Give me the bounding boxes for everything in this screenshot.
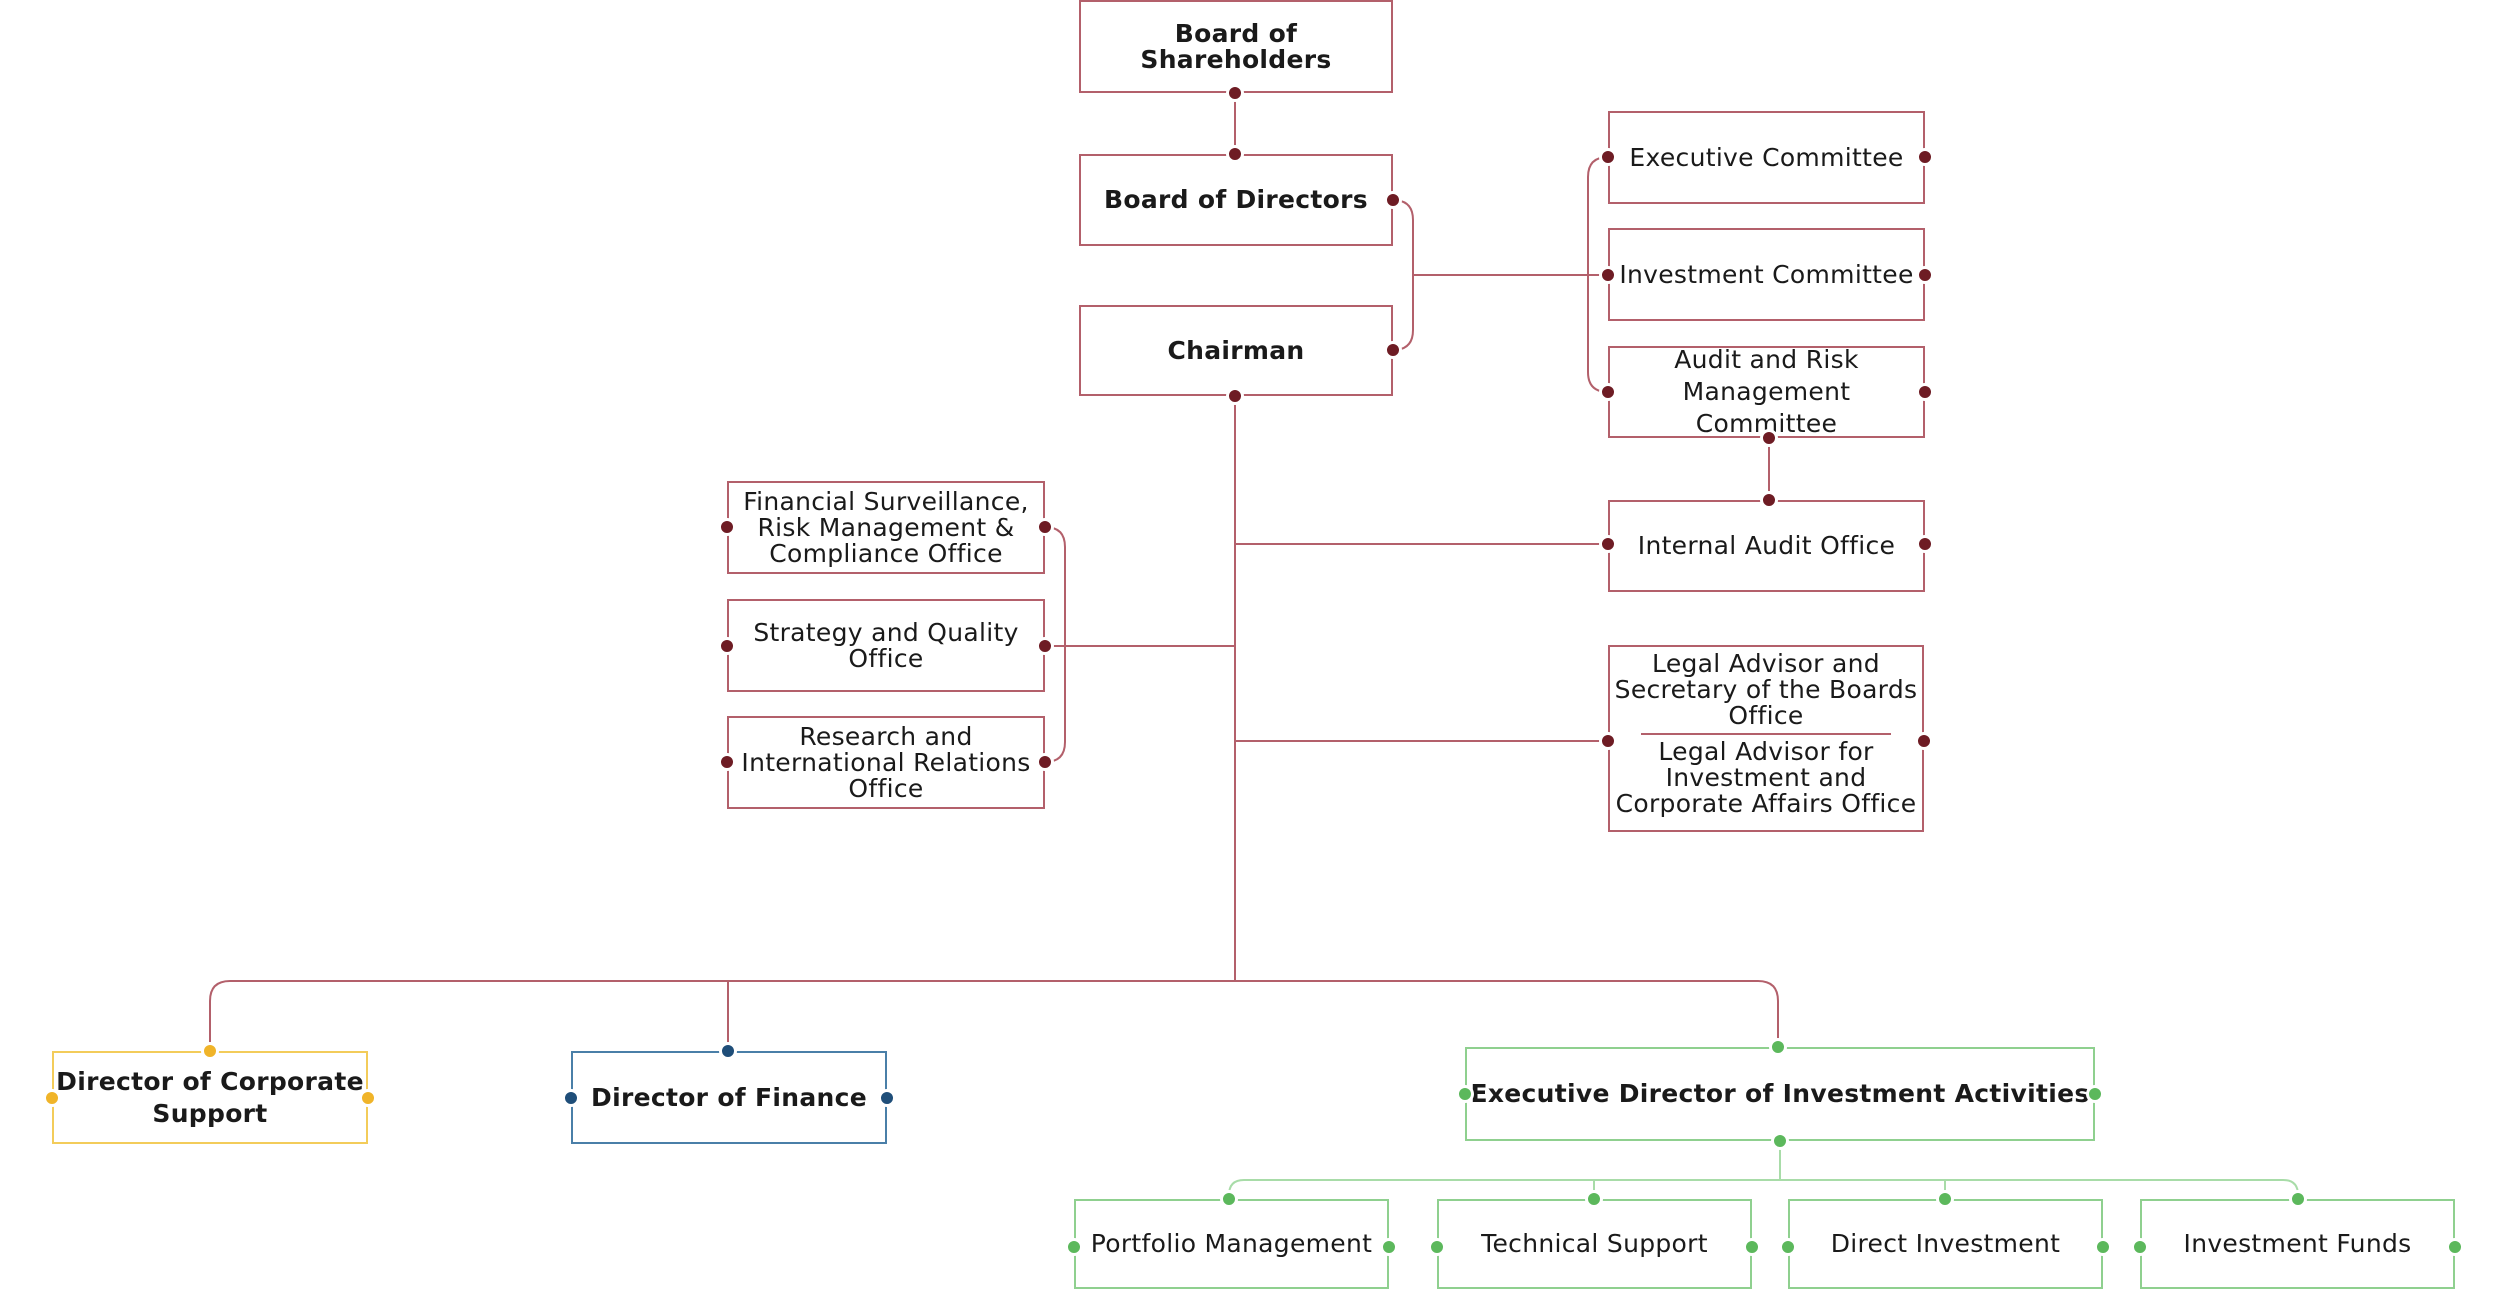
connector-dot [1599,383,1617,401]
connector-dot [1384,191,1402,209]
connector-dot [1769,1038,1787,1056]
legal-advisor-box: Legal Advisor and Secretary of the Board… [1608,645,1924,832]
connector-dot [878,1089,896,1107]
connector-dot [1760,491,1778,509]
director-corporate-support-box: Director of Corporate Support [52,1051,368,1144]
technical-support-label: Technical Support [1481,1229,1708,1258]
connector-dot [718,753,736,771]
investment-funds-box: Investment Funds [2140,1199,2455,1289]
financial-surveillance-office-box: Financial Surveillance, Risk Management … [727,481,1045,574]
connector-dot [1599,266,1617,284]
connector-dot [1599,732,1617,750]
connector-dot [1599,535,1617,553]
connector-dot [1036,753,1054,771]
direct-investment-box: Direct Investment [1788,1199,2103,1289]
line-units-bus [1228,1179,2299,1199]
legal-advisor-investment-label: Legal Advisor for Investment and Corpora… [1615,737,1917,818]
connector-dot [1779,1238,1797,1256]
strategy-quality-office-box: Strategy and Quality Office [727,599,1045,692]
legal-advisor-divider [1641,733,1891,735]
investment-committee-label: Investment Committee [1619,259,1914,289]
connector-dot [1915,732,1933,750]
connector-dot [719,1042,737,1060]
chairman-box: Chairman [1079,305,1393,396]
legal-advisor-secretary-section: Legal Advisor and Secretary of the Board… [1610,647,1922,733]
connector-dot [1036,637,1054,655]
executive-director-investment-label: Executive Director of Investment Activit… [1470,1079,2090,1108]
connector-dot [1743,1238,1761,1256]
legal-advisor-secretary-label: Legal Advisor and Secretary of the Board… [1614,649,1918,730]
connector-dot [1916,383,1934,401]
investment-committee-box: Investment Committee [1608,228,1925,321]
connector-dot [1771,1132,1789,1150]
connector-dot [1380,1238,1398,1256]
connector-dot [1036,518,1054,536]
executive-committee-box: Executive Committee [1608,111,1925,204]
line-directors-chairman-bracket [1392,199,1414,351]
technical-support-box: Technical Support [1437,1199,1752,1289]
chairman-label: Chairman [1167,335,1305,365]
internal-audit-office-box: Internal Audit Office [1608,500,1925,592]
connector-dot [1936,1190,1954,1208]
line-directors-bus [209,980,1779,1051]
audit-risk-committee-box: Audit and Risk Management Committee [1608,345,1925,438]
connector-dot [359,1089,377,1107]
connector-dot [43,1089,61,1107]
connector-dot [1384,341,1402,359]
connector-dot [1456,1085,1474,1103]
research-international-office-box: Research and International Relations Off… [727,716,1045,809]
connector-dot [1916,266,1934,284]
portfolio-management-label: Portfolio Management [1090,1229,1373,1258]
connector-dot [1916,148,1934,166]
connector-dot [718,518,736,536]
connector-dot [2289,1190,2307,1208]
connector-dot [201,1042,219,1060]
connector-dot [1226,387,1244,405]
investment-funds-label: Investment Funds [2183,1229,2412,1258]
legal-advisor-investment-section: Legal Advisor for Investment and Corpora… [1610,735,1922,821]
line-committees-bracket [1587,156,1609,393]
connector-dot [718,637,736,655]
director-finance-box: Director of Finance [571,1051,887,1144]
connector-dot [1599,148,1617,166]
connector-dot [1226,145,1244,163]
connector-dot [1916,535,1934,553]
board-of-shareholders-box: Board of Shareholders [1079,0,1393,93]
connector-dot [2086,1085,2104,1103]
audit-risk-committee-label: Audit and Risk Management Committee [1674,345,1859,438]
board-of-directors-box: Board of Directors [1079,154,1393,246]
connector-dot [2446,1238,2464,1256]
strategy-quality-office-label: Strategy and Quality Office [753,617,1019,673]
research-international-office-label: Research and International Relations Off… [741,721,1031,803]
connector-dot [1065,1238,1083,1256]
line-offices-bracket [1044,526,1066,763]
connector-dot [2094,1238,2112,1256]
executive-committee-label: Executive Committee [1629,142,1904,172]
connector-dot [1220,1190,1238,1208]
connector-dot [1760,429,1778,447]
connector-dot [2131,1238,2149,1256]
internal-audit-office-label: Internal Audit Office [1637,531,1896,560]
connector-dot [1428,1238,1446,1256]
connector-dot [562,1089,580,1107]
board-of-shareholders-label: Board of Shareholders [1140,18,1332,74]
director-finance-label: Director of Finance [591,1082,867,1112]
financial-surveillance-office-label: Financial Surveillance, Risk Management … [743,486,1029,568]
connector-dot [1226,84,1244,102]
executive-director-investment-box: Executive Director of Investment Activit… [1465,1047,2095,1141]
portfolio-management-box: Portfolio Management [1074,1199,1389,1289]
director-corporate-support-label: Director of Corporate Support [56,1066,364,1128]
connector-dot [1585,1190,1603,1208]
direct-investment-label: Direct Investment [1830,1229,2061,1258]
board-of-directors-label: Board of Directors [1104,185,1368,214]
